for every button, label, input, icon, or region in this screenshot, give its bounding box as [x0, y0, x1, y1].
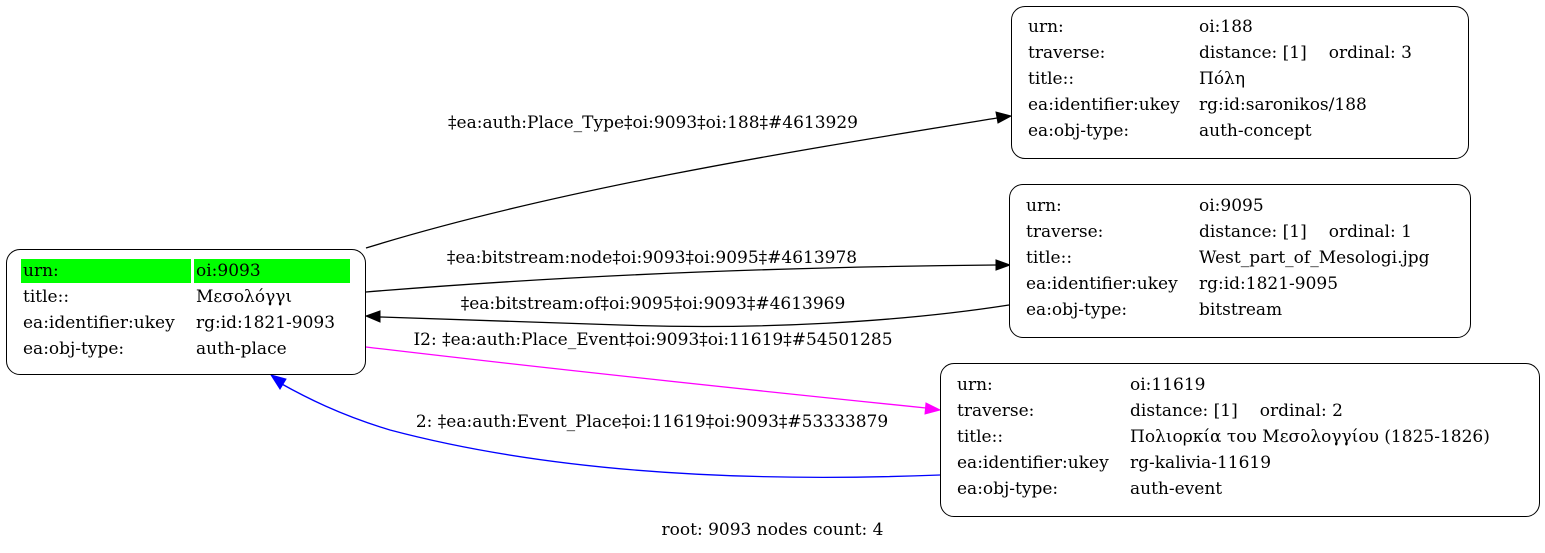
distance-value: distance: [1] [1199, 222, 1307, 242]
row-value: oi:9093 [194, 259, 350, 283]
row-key: ea:obj-type: [957, 479, 1059, 499]
row-value: Πολιορκία του Μεσολογγίου (1825-1826) [1130, 427, 1490, 447]
edge-event-place[interactable]: 2: ‡ea:auth:Event_Place‡oi:11619‡oi:9093… [269, 374, 941, 478]
row-value: distance: [1] ordinal: 3 [1197, 41, 1414, 65]
node-row-ukey: ea:identifier:ukey rg:id:1821-9093 [21, 311, 350, 335]
row-key: ea:obj-type: [1028, 121, 1130, 141]
edge-line [365, 117, 998, 249]
arrowhead-icon [269, 374, 287, 390]
row-key: urn: [1028, 17, 1064, 37]
edge-label: ‡ea:bitstream:node‡oi:9093‡oi:9095‡#4613… [447, 248, 857, 268]
row-value: auth-event [1130, 479, 1223, 499]
arrowhead-icon [995, 259, 1012, 271]
row-key: ea:identifier:ukey [1028, 95, 1180, 115]
arrowhead-icon [364, 310, 381, 323]
ordinal-value: ordinal: 1 [1328, 222, 1412, 242]
node-row-traverse: traverse: distance: [1] ordinal: 3 [1026, 41, 1414, 65]
row-key: title:: [957, 427, 1004, 447]
node-row-urn: urn: oi:9093 [21, 259, 350, 283]
ordinal-value: ordinal: 3 [1328, 43, 1412, 63]
distance-value: distance: [1] [1130, 401, 1238, 421]
edge-line [365, 346, 927, 409]
edge-bitstream-of[interactable]: ‡ea:bitstream:of‡oi:9095‡oi:9093‡#461396… [364, 294, 1010, 328]
row-value: auth-concept [1199, 121, 1312, 141]
edge-label: 2: ‡ea:auth:Event_Place‡oi:11619‡oi:9093… [416, 412, 888, 432]
node-row-title: title:: Μεσολόγγι [21, 285, 350, 309]
node-row-title: title:: Πολιορκία του Μεσολογγίου (1825-… [955, 425, 1492, 449]
row-value: Μεσολόγγι [196, 287, 293, 307]
row-key: urn: [1026, 196, 1062, 216]
node-row-obj-type: ea:obj-type: auth-event [955, 477, 1492, 501]
edge-line [279, 382, 941, 478]
edge-line [379, 304, 1010, 328]
node-row-urn: urn: oi:9095 [1024, 194, 1432, 218]
row-value: oi:9095 [1199, 196, 1264, 216]
arrowhead-icon [924, 402, 942, 415]
node-row-obj-type: ea:obj-type: auth-place [21, 337, 350, 361]
edge-place-event[interactable]: I2: ‡ea:auth:Place_Event‡oi:9093‡oi:1161… [365, 330, 942, 415]
row-key: traverse: [957, 401, 1035, 421]
row-value: rg:id:1821-9095 [1199, 274, 1339, 294]
edge-place-type[interactable]: ‡ea:auth:Place_Type‡oi:9093‡oi:188‡#4613… [365, 111, 1013, 249]
row-value: Πόλη [1199, 69, 1246, 89]
node-row-obj-type: ea:obj-type: bitstream [1024, 298, 1432, 322]
node-root-9093[interactable]: urn: oi:9093 title:: Μεσολόγγι ea:identi… [6, 249, 366, 375]
row-key: title:: [1026, 248, 1073, 268]
row-key: ea:identifier:ukey [23, 313, 175, 333]
node-row-ukey: ea:identifier:ukey rg:id:1821-9095 [1024, 272, 1432, 296]
row-value: rg-kalivia-11619 [1130, 453, 1272, 473]
arrowhead-icon [995, 111, 1013, 124]
node-row-title: title:: West_part_of_Mesologi.jpg [1024, 246, 1432, 270]
node-188[interactable]: urn: oi:188 traverse: distance: [1] ordin… [1011, 6, 1469, 159]
node-11619[interactable]: urn: oi:11619 traverse: distance: [1] ord… [940, 363, 1540, 517]
node-row-urn: urn: oi:188 [1026, 15, 1414, 39]
row-value: rg:id:1821-9093 [196, 313, 336, 333]
row-key: urn: [957, 375, 993, 395]
row-value: auth-place [196, 339, 287, 359]
node-row-traverse: traverse: distance: [1] ordinal: 1 [1024, 220, 1432, 244]
node-9095[interactable]: urn: oi:9095 traverse: distance: [1] ordi… [1009, 184, 1471, 338]
edge-label: I2: ‡ea:auth:Place_Event‡oi:9093‡oi:1161… [413, 330, 892, 350]
edge-label: ‡ea:bitstream:of‡oi:9095‡oi:9093‡#461396… [461, 294, 846, 314]
row-key: ea:obj-type: [1026, 300, 1128, 320]
row-value: bitstream [1199, 300, 1283, 320]
row-key: urn: [21, 259, 191, 283]
row-key: ea:identifier:ukey [957, 453, 1109, 473]
row-value: West_part_of_Mesologi.jpg [1199, 248, 1430, 268]
node-row-ukey: ea:identifier:ukey rg-kalivia-11619 [955, 451, 1492, 475]
node-row-title: title:: Πόλη [1026, 67, 1414, 91]
row-value: oi:188 [1199, 17, 1253, 37]
edge-label: ‡ea:auth:Place_Type‡oi:9093‡oi:188‡#4613… [448, 113, 858, 133]
row-key: traverse: [1026, 222, 1104, 242]
row-key: title:: [23, 287, 70, 307]
edge-line [365, 264, 997, 293]
ordinal-value: ordinal: 2 [1259, 401, 1343, 421]
row-value: rg:id:saronikos/188 [1199, 95, 1367, 115]
row-key: traverse: [1028, 43, 1106, 63]
row-key: ea:obj-type: [23, 339, 125, 359]
row-value: distance: [1] ordinal: 2 [1128, 399, 1492, 423]
node-row-ukey: ea:identifier:ukey rg:id:saronikos/188 [1026, 93, 1414, 117]
node-row-obj-type: ea:obj-type: auth-concept [1026, 119, 1414, 143]
row-value: oi:11619 [1130, 375, 1206, 395]
row-key: title:: [1028, 69, 1075, 89]
edge-bitstream-node[interactable]: ‡ea:bitstream:node‡oi:9093‡oi:9095‡#4613… [365, 248, 1012, 293]
node-row-traverse: traverse: distance: [1] ordinal: 2 [955, 399, 1492, 423]
graph-footer: root: 9093 nodes count: 4 [661, 520, 884, 540]
row-value: distance: [1] ordinal: 1 [1197, 220, 1432, 244]
node-row-urn: urn: oi:11619 [955, 373, 1492, 397]
row-key: ea:identifier:ukey [1026, 274, 1178, 294]
distance-value: distance: [1] [1199, 43, 1307, 63]
